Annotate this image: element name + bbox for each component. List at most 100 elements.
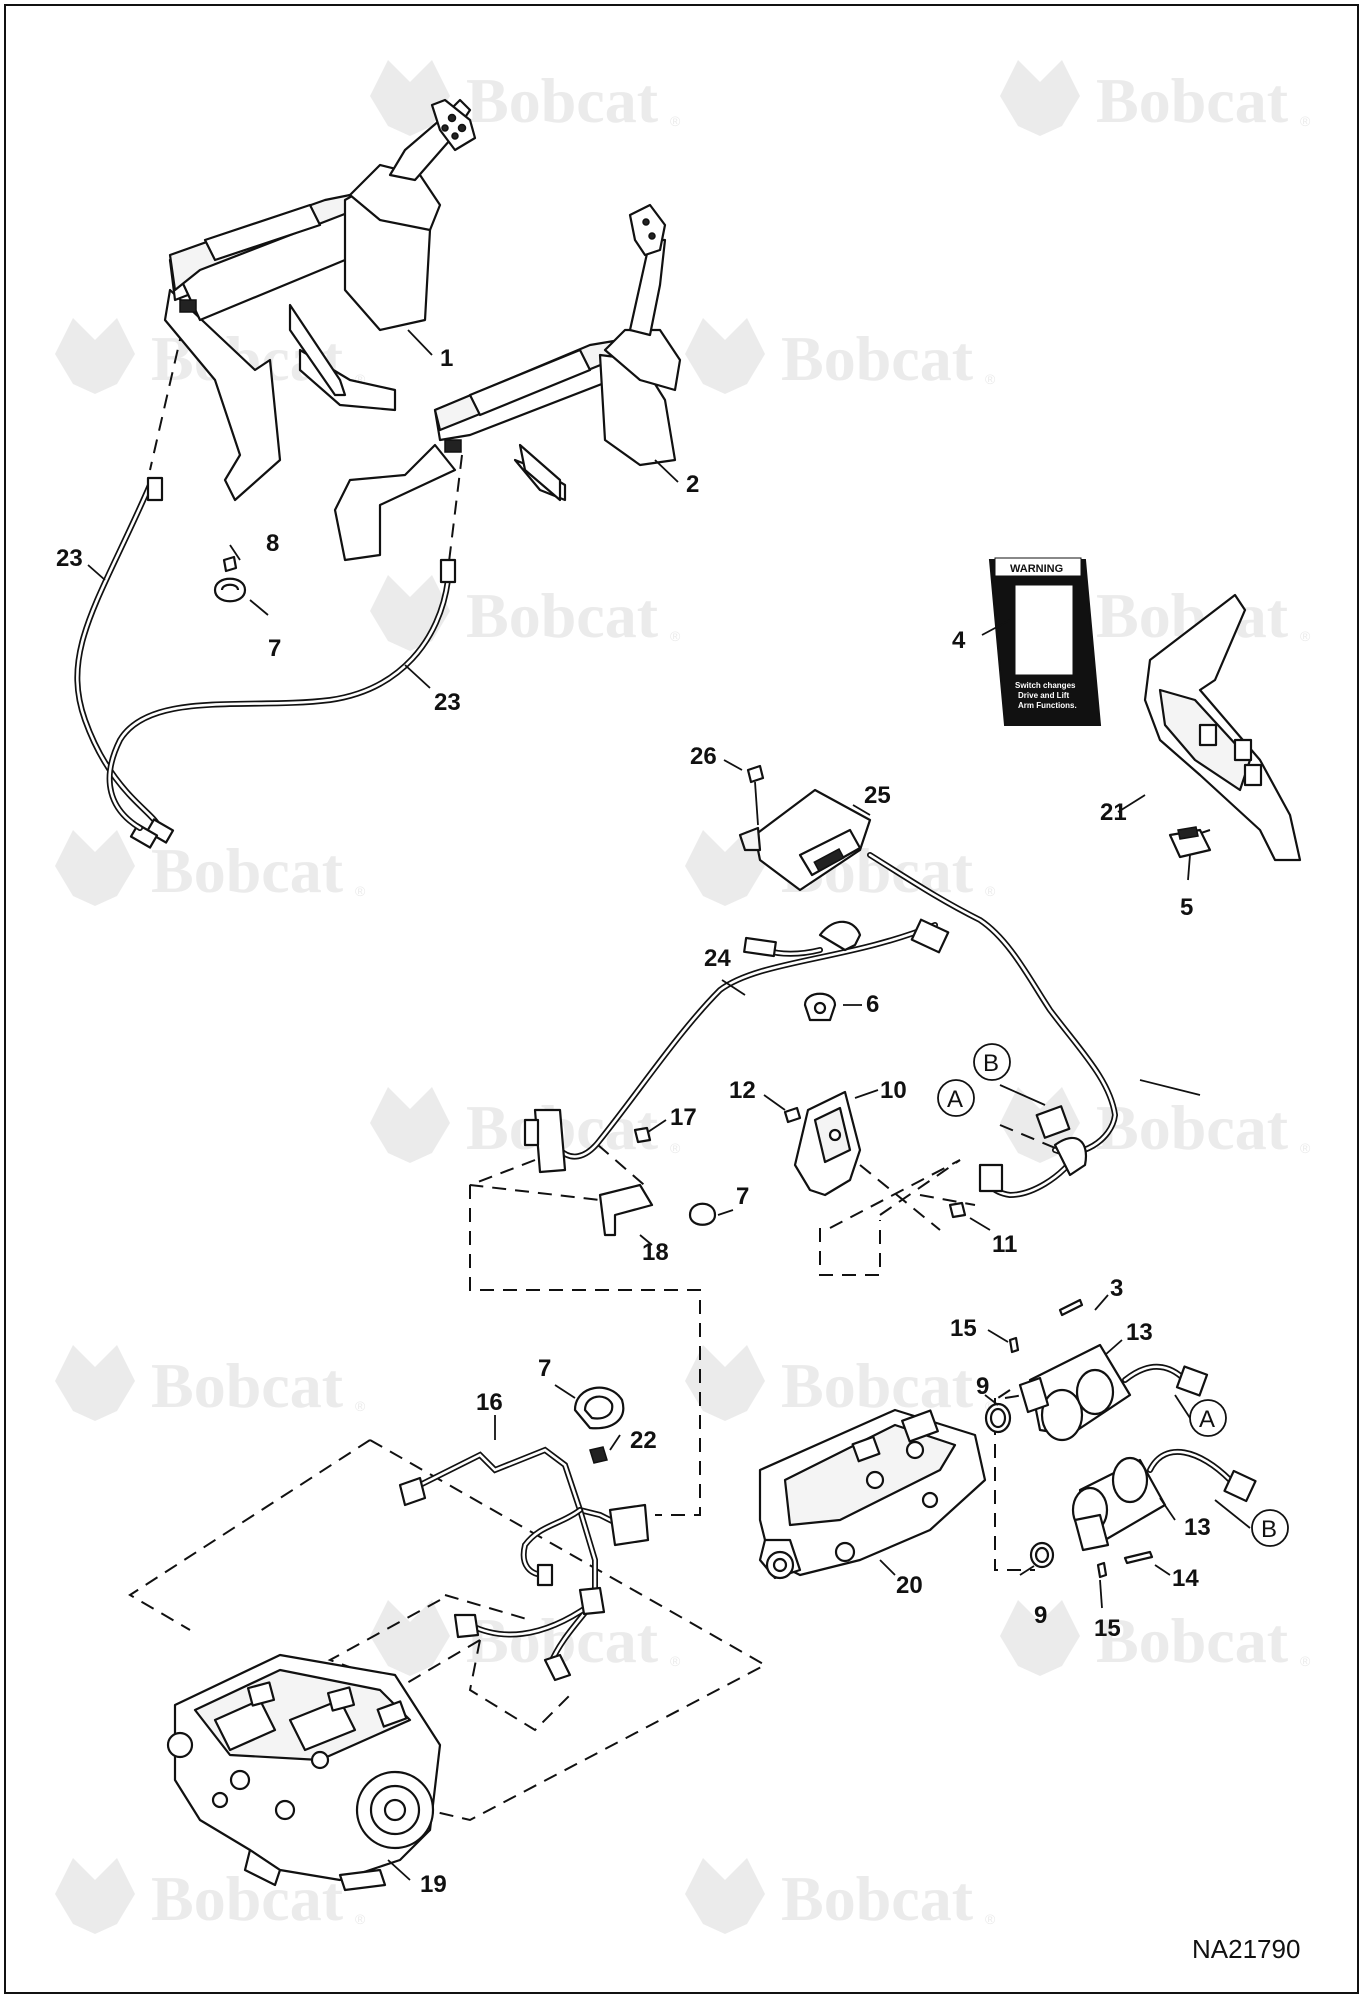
watermark: Bobcat ®	[1000, 1600, 1311, 1676]
svg-text:®: ®	[985, 883, 996, 899]
svg-text:Bobcat: Bobcat	[466, 65, 659, 136]
svg-text:®: ®	[670, 1653, 681, 1669]
callout-5: 5	[1180, 894, 1193, 921]
part-9-oring-upper	[984, 1402, 1012, 1434]
svg-text:Bobcat: Bobcat	[781, 1863, 974, 1934]
decal-line-3: Arm Functions.	[1018, 701, 1077, 710]
svg-text:Bobcat: Bobcat	[1096, 1092, 1289, 1163]
part-5-switch	[1168, 826, 1212, 859]
diagram-frame	[4, 4, 1359, 1994]
part-11-bolt	[948, 1201, 967, 1219]
svg-text:Bobcat: Bobcat	[151, 1350, 344, 1421]
leader-lines	[87, 329, 1251, 1881]
part-15-pin-lower	[1096, 1561, 1108, 1579]
callout-22: 22	[630, 1427, 657, 1454]
callout-16: 16	[476, 1389, 503, 1416]
callout-15-lower: 15	[1094, 1615, 1121, 1642]
svg-text:Bobcat: Bobcat	[151, 835, 344, 906]
figure-id: NA21790	[1192, 1934, 1300, 1964]
svg-text:®: ®	[985, 371, 996, 387]
decal-header: WARNING	[1010, 563, 1063, 575]
callout-labels: 1 2 3 4 5 6 7 7 7 8 9 9 10 11 12 13 13 1…	[56, 345, 1211, 1898]
callout-13-lower: 13	[1184, 1514, 1211, 1541]
callout-25: 25	[864, 782, 891, 809]
connector-b-solenoid: B	[1261, 1516, 1277, 1543]
svg-text:®: ®	[355, 371, 366, 387]
callout-12: 12	[729, 1077, 756, 1104]
part-14-pin	[1123, 1550, 1154, 1565]
svg-text:Bobcat: Bobcat	[781, 1350, 974, 1421]
part-21-control-panel	[1143, 593, 1302, 862]
watermark: Bobcat ®	[685, 1858, 996, 1934]
part-10-sensor-bracket	[793, 1090, 862, 1197]
part-26-bolt	[746, 764, 765, 826]
callout-3: 3	[1110, 1275, 1123, 1302]
watermark: Bobcat ®	[685, 1345, 996, 1421]
callout-17: 17	[670, 1104, 697, 1131]
part-9-oring-lower	[1029, 1541, 1055, 1569]
part-2-right-joystick-assembly	[333, 203, 682, 562]
connector-b-harness: B	[983, 1050, 999, 1077]
svg-text:®: ®	[1300, 113, 1311, 129]
callout-26: 26	[690, 743, 717, 770]
callout-23-left: 23	[56, 545, 83, 572]
callout-14: 14	[1172, 1565, 1199, 1592]
callout-7-lower: 7	[538, 1355, 551, 1382]
callout-1: 1	[440, 345, 453, 372]
watermark: Bobcat ®	[55, 830, 366, 906]
callout-9-upper: 9	[976, 1373, 989, 1400]
part-25-controller-module	[738, 788, 872, 892]
connector-labels: A B A B	[937, 1043, 1289, 1547]
callout-19: 19	[420, 1871, 447, 1898]
callout-2: 2	[686, 471, 699, 498]
part-13-solenoid-lower	[1071, 1449, 1257, 1552]
svg-text:Bobcat: Bobcat	[466, 580, 659, 651]
svg-text:®: ®	[1300, 1653, 1311, 1669]
svg-text:Bobcat: Bobcat	[1096, 65, 1289, 136]
part-24-wire-harness	[523, 852, 1119, 1199]
callout-7-upper: 7	[268, 635, 281, 662]
callout-13-upper: 13	[1126, 1319, 1153, 1346]
part-18-bracket	[598, 1183, 654, 1237]
part-12-nut	[783, 1106, 802, 1124]
svg-text:®: ®	[670, 113, 681, 129]
callout-18: 18	[642, 1239, 669, 1266]
part-7-clamp-upper	[213, 577, 247, 603]
part-6-clip	[803, 992, 837, 1022]
callout-15-upper: 15	[950, 1315, 977, 1342]
part-8-screw	[222, 555, 238, 573]
part-3-pin	[1058, 1298, 1084, 1317]
part-13-solenoid-upper	[1018, 1343, 1209, 1442]
callout-4: 4	[952, 627, 966, 654]
watermark-layer: Bobcat ® Bobcat ® Bobcat ® Bobcat ® Bobc…	[55, 60, 1311, 1934]
watermark: Bobcat ®	[55, 1858, 366, 1934]
assembly-dash-lines	[128, 304, 1211, 1822]
svg-text:®: ®	[1300, 628, 1311, 644]
svg-text:®: ®	[670, 1140, 681, 1156]
decal-line-2: Drive and Lift	[1018, 691, 1069, 700]
watermark: Bobcat ®	[370, 575, 681, 651]
svg-text:®: ®	[985, 1911, 996, 1927]
watermark: Bobcat ®	[370, 60, 681, 136]
decal-line-1: Switch changes	[1015, 681, 1076, 690]
watermark: Bobcat ®	[55, 1345, 366, 1421]
callout-24: 24	[704, 945, 731, 972]
svg-text:®: ®	[670, 628, 681, 644]
part-7-clamp-mid	[688, 1202, 717, 1226]
part-16-lower-harness	[398, 1446, 650, 1682]
svg-text:®: ®	[1300, 1140, 1311, 1156]
part-20-control-valve	[758, 1408, 987, 1580]
svg-text:Bobcat: Bobcat	[1096, 1605, 1289, 1676]
callout-20: 20	[896, 1572, 923, 1599]
svg-text:Bobcat: Bobcat	[781, 323, 974, 394]
callout-10: 10	[880, 1077, 907, 1104]
part-15-pin-upper	[1008, 1336, 1020, 1354]
callout-7-mid: 7	[736, 1183, 749, 1210]
watermark: Bobcat ®	[685, 318, 996, 394]
callout-9-lower: 9	[1034, 1602, 1047, 1629]
part-4-warning-decal: WARNING Switch changes Drive and Lift Ar…	[988, 557, 1102, 726]
part-23-cables	[74, 476, 457, 849]
callout-11: 11	[992, 1231, 1017, 1258]
svg-text:®: ®	[355, 1398, 366, 1414]
